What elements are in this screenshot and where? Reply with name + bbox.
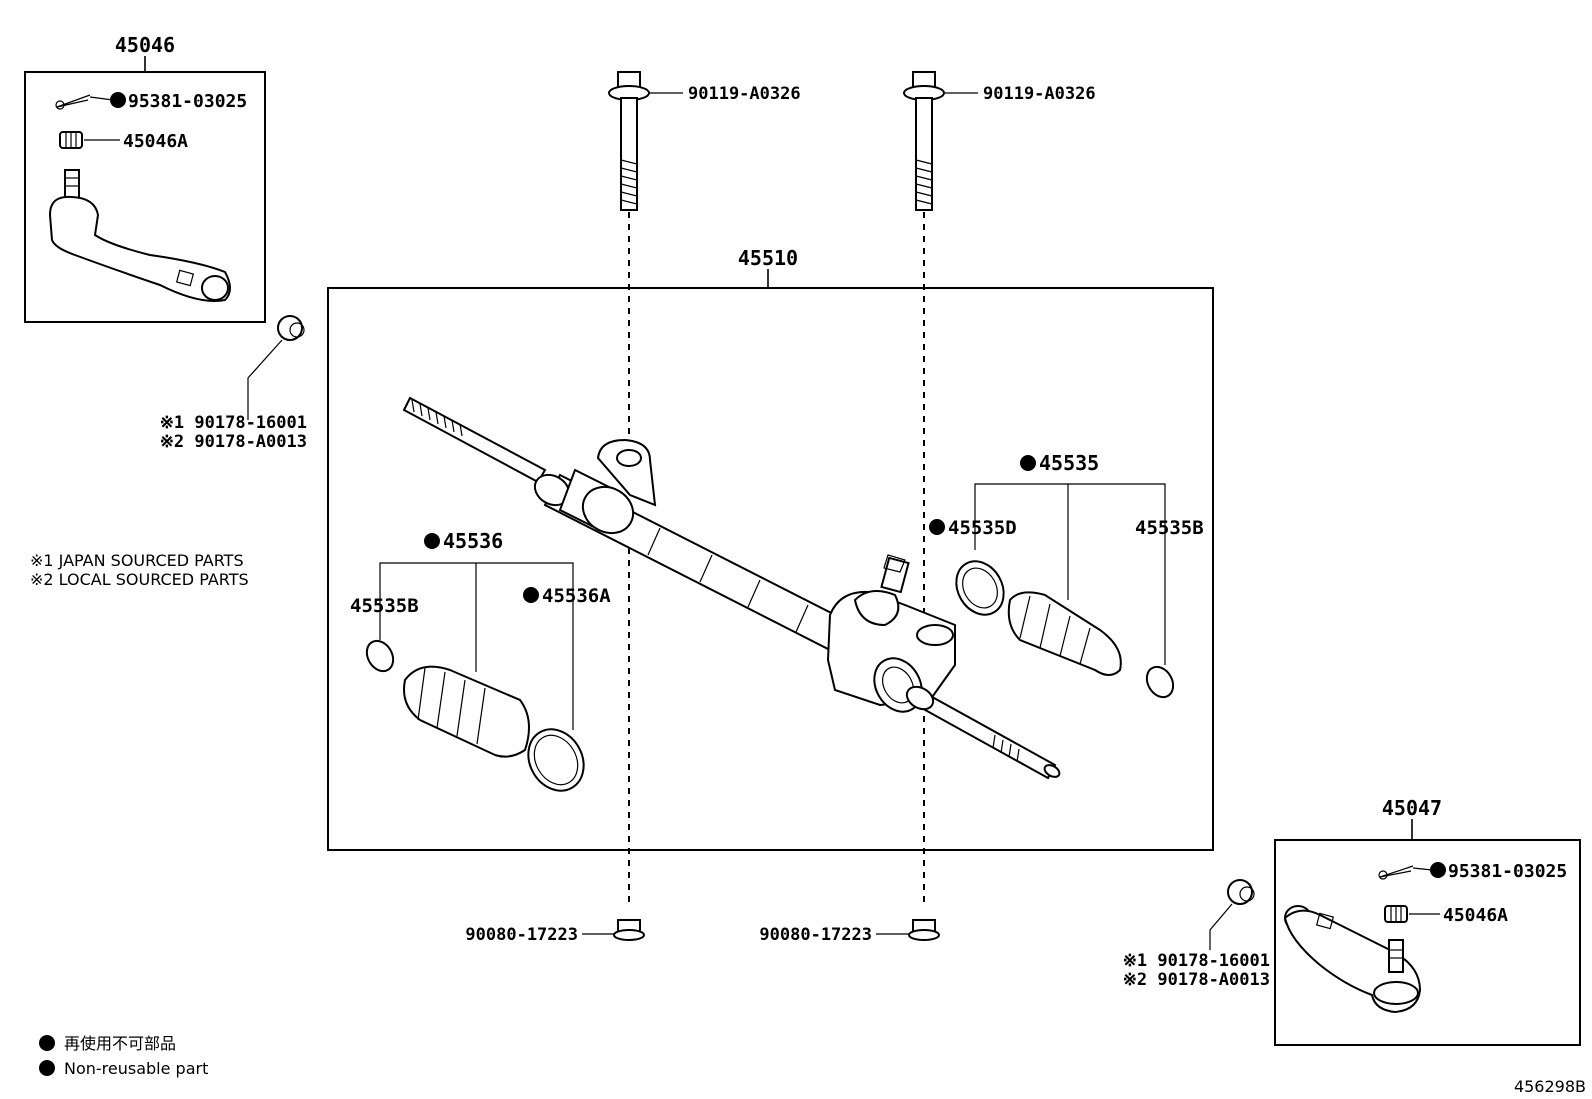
boot-clamp-right-large-label: 45535D bbox=[948, 517, 1017, 539]
cotter-pin-lh-icon bbox=[55, 94, 91, 110]
boot-kit-right-label: 45535 bbox=[1039, 451, 1099, 475]
nut-sourced-lh-2-label: ※2 90178-A0013 bbox=[160, 432, 307, 452]
rack-assembly-label: 45510 bbox=[738, 246, 798, 270]
nut-sourced-lh-1-label: ※1 90178-16001 bbox=[160, 413, 307, 433]
tie-rod-end-rh-label: 45047 bbox=[1382, 796, 1442, 820]
nut-bottom-left-label: 90080-17223 bbox=[465, 925, 578, 945]
flange-nut-bottom-left-icon bbox=[613, 919, 645, 941]
nut-sourced-rh-2-label: ※2 90178-A0013 bbox=[1123, 970, 1270, 990]
non-reusable-dot bbox=[929, 519, 945, 535]
mounting-bolt-left-icon bbox=[608, 71, 650, 211]
boot-clamp-right-small-label: 45535B bbox=[1135, 517, 1204, 539]
non-reusable-dot bbox=[1020, 455, 1036, 471]
diagram-id: 456298B bbox=[1514, 1077, 1586, 1096]
cotter-pin-rh-icon bbox=[1378, 865, 1414, 880]
steering-rack-icon bbox=[402, 396, 1061, 780]
boot-kit-left-label: 45536 bbox=[443, 529, 503, 553]
tie-rod-end-rh-box bbox=[1274, 839, 1581, 1046]
legend-non-reusable-jp: 再使用不可部品 bbox=[64, 1034, 176, 1053]
boot-clamp-left-small-label: 45535B bbox=[350, 595, 419, 617]
note-local-sourced: ※2 LOCAL SOURCED PARTS bbox=[30, 570, 249, 589]
note-japan-sourced: ※1 JAPAN SOURCED PARTS bbox=[30, 551, 244, 570]
castle-nut-lh-icon bbox=[59, 131, 83, 149]
legend-dot-jp bbox=[39, 1035, 55, 1051]
bolt-left-label: 90119-A0326 bbox=[688, 84, 801, 104]
dust-boot-right-icon bbox=[1007, 591, 1122, 676]
nut-bottom-right-label: 90080-17223 bbox=[759, 925, 872, 945]
legend-dot-en bbox=[39, 1060, 55, 1076]
non-reusable-dot bbox=[523, 587, 539, 603]
flange-nut-rh-icon bbox=[1227, 879, 1255, 905]
tie-rod-end-lh-label: 45046 bbox=[115, 33, 175, 57]
tie-rod-end-rh-icon bbox=[1283, 905, 1422, 1014]
nut-rh-label: 45046A bbox=[1443, 905, 1508, 926]
legend-non-reusable-en: Non-reusable part bbox=[64, 1059, 208, 1078]
tie-rod-end-lh-group: 45046 95381-03025 45046A bbox=[24, 33, 266, 323]
boot-clamp-left-large-icon bbox=[527, 728, 585, 792]
boot-clamp-right-small-icon bbox=[1145, 665, 1175, 699]
boot-clamp-right-large-icon bbox=[955, 560, 1005, 616]
flange-nut-lh-icon bbox=[277, 315, 305, 341]
castle-nut-rh-icon bbox=[1384, 905, 1408, 923]
cotter-pin-lh-label: 95381-03025 bbox=[128, 91, 247, 112]
dust-boot-left-icon bbox=[403, 665, 530, 758]
boot-clamp-left-small-icon bbox=[365, 639, 395, 673]
mounting-bolt-right-icon bbox=[903, 71, 945, 211]
non-reusable-dot bbox=[1430, 862, 1446, 878]
rack-assembly-box bbox=[327, 287, 1214, 851]
cotter-pin-rh-label: 95381-03025 bbox=[1448, 861, 1567, 882]
tie-rod-end-lh-icon bbox=[48, 169, 231, 302]
tie-rod-end-rh-group: 45047 95381-03025 45046A bbox=[1274, 796, 1581, 1046]
non-reusable-dot bbox=[110, 92, 126, 108]
nut-sourced-rh-1-label: ※1 90178-16001 bbox=[1123, 951, 1270, 971]
non-reusable-dot bbox=[424, 533, 440, 549]
boot-clamp-left-large-label: 45536A bbox=[542, 585, 611, 607]
bolt-right-label: 90119-A0326 bbox=[983, 84, 1096, 104]
tie-rod-end-lh-box bbox=[24, 71, 266, 323]
flange-nut-bottom-right-icon bbox=[908, 919, 940, 941]
nut-lh-label: 45046A bbox=[123, 131, 188, 152]
